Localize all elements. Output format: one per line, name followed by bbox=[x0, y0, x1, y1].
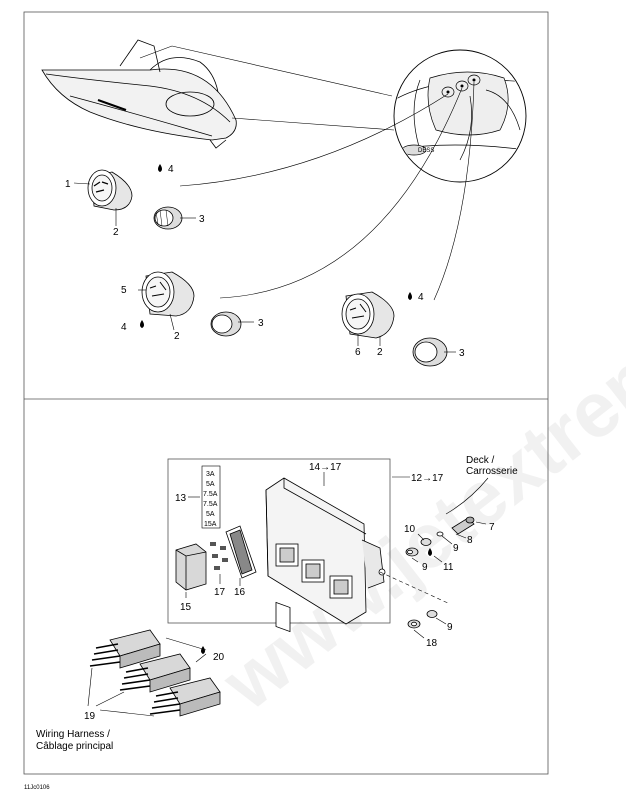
callout-8: 8 bbox=[467, 535, 473, 546]
fuse-rating: 7.5A bbox=[203, 501, 218, 508]
fuse-cover bbox=[225, 525, 257, 579]
retaining-nut-2 bbox=[210, 311, 242, 337]
gauge-hole-2 bbox=[460, 84, 464, 88]
callout-20: 20 bbox=[213, 652, 225, 663]
wiring-harness-label-en: Wiring Harness / bbox=[36, 729, 110, 740]
fuse-rating-list: 3A 5A 7.5A 7.5A 5A 15A bbox=[201, 465, 221, 529]
top-callout-lines bbox=[73, 182, 456, 353]
dashboard-zoom-view: DESS bbox=[393, 49, 527, 183]
gauge-6 bbox=[341, 291, 395, 339]
fuse-rating: 3A bbox=[206, 471, 215, 478]
callout-19: 19 bbox=[84, 711, 96, 722]
fuse-rating: 5A bbox=[206, 511, 215, 518]
gauge-5 bbox=[141, 271, 195, 317]
fuse-rating: 15A bbox=[204, 521, 217, 528]
diagram-frame bbox=[23, 11, 549, 775]
deck-label-fr: Carrosserie bbox=[466, 466, 518, 477]
retaining-nut-3 bbox=[412, 337, 448, 367]
callout-14-17: 14→17 bbox=[309, 462, 342, 473]
callout-5: 5 bbox=[121, 285, 127, 296]
alignment-line bbox=[379, 571, 451, 605]
relay-block bbox=[175, 543, 207, 591]
callout-1: 1 bbox=[65, 179, 71, 190]
callout-16: 16 bbox=[234, 587, 246, 598]
watermark-text: www.jetextremelife.ru bbox=[205, 162, 626, 727]
hardware-callout-lines bbox=[411, 521, 487, 639]
mounting-hardware bbox=[405, 516, 475, 629]
callout-3: 3 bbox=[199, 214, 205, 225]
callout-2: 2 bbox=[113, 227, 119, 238]
callout-11: 11 bbox=[443, 562, 454, 573]
wiring-connectors bbox=[89, 629, 221, 717]
gauge-badge-text: DESS bbox=[418, 148, 434, 154]
callout-12-17: 12→17 bbox=[411, 473, 444, 484]
callout-15: 15 bbox=[180, 602, 192, 613]
fuse-rating: 7.5A bbox=[203, 491, 218, 498]
drop-icon bbox=[408, 292, 412, 300]
figure-code: 11Jc0106 bbox=[24, 785, 50, 791]
callout-18: 18 bbox=[426, 638, 438, 649]
callout-9: 9 bbox=[453, 543, 459, 554]
drop-icon bbox=[158, 164, 162, 172]
wiring-harness-label-fr: Câblage principal bbox=[36, 741, 113, 752]
callout-4: 4 bbox=[418, 292, 424, 303]
deck-leader-line bbox=[445, 477, 489, 515]
callout-9: 9 bbox=[422, 562, 428, 573]
callout-4: 4 bbox=[121, 322, 127, 333]
top-leader-lines bbox=[139, 45, 475, 301]
deck-label-en: Deck / bbox=[466, 455, 495, 466]
callout-6: 6 bbox=[355, 347, 361, 358]
boat-illustration bbox=[41, 39, 237, 149]
callout-3: 3 bbox=[459, 348, 465, 359]
gauge-hole-1 bbox=[446, 90, 450, 94]
electronic-module bbox=[265, 477, 386, 633]
connector-callout-lines bbox=[87, 637, 207, 717]
callout-3: 3 bbox=[258, 318, 264, 329]
callout-13: 13 bbox=[175, 493, 187, 504]
callout-4: 4 bbox=[168, 164, 174, 175]
gauge-hole-3 bbox=[472, 78, 476, 82]
drop-icon bbox=[201, 646, 205, 654]
callout-7: 7 bbox=[489, 522, 495, 533]
drop-icon bbox=[140, 320, 144, 328]
retaining-nut-1 bbox=[153, 206, 183, 230]
fuse-rating: 5A bbox=[206, 481, 215, 488]
callout-2: 2 bbox=[377, 347, 383, 358]
callout-9: 9 bbox=[447, 622, 453, 633]
callout-10: 10 bbox=[404, 524, 416, 535]
drop-icon bbox=[428, 548, 432, 556]
callout-2: 2 bbox=[174, 331, 180, 342]
callout-17: 17 bbox=[214, 587, 226, 598]
gauge-1 bbox=[87, 169, 133, 211]
fuses bbox=[210, 542, 228, 570]
